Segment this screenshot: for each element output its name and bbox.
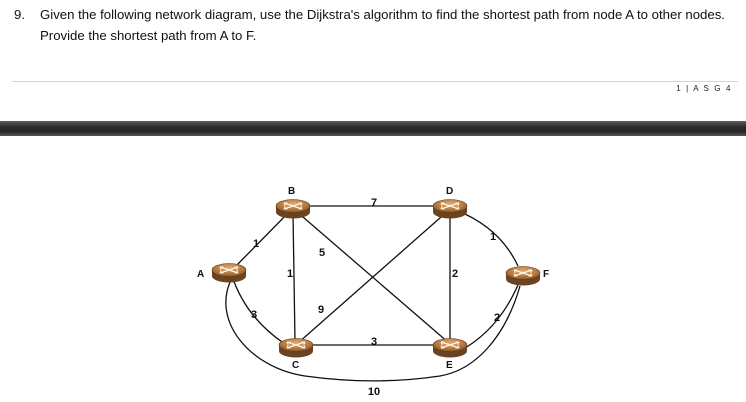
node-label-D: D	[446, 186, 453, 197]
edge-weight-labels: 1 3 10 1 7 5 9 3 2 1 2	[251, 197, 500, 398]
question-number: 9.	[14, 7, 25, 22]
weight-label-B-E: 5	[319, 247, 325, 259]
node-labels: A B C D E F	[197, 186, 549, 371]
router-icon-F	[505, 265, 541, 287]
weight-label-C-D: 9	[318, 304, 324, 316]
weight-label-B-D: 7	[371, 197, 377, 209]
header-divider	[12, 81, 738, 82]
edge-A-E	[225, 277, 521, 382]
node-label-A: A	[197, 269, 204, 280]
edge-E-F	[457, 279, 521, 353]
weight-label-D-F: 1	[490, 231, 496, 243]
node-label-F: F	[543, 269, 549, 280]
node-label-C: C	[292, 360, 299, 371]
question-text: Given the following network diagram, use…	[40, 7, 725, 43]
weight-label-C-E: 3	[371, 336, 377, 348]
page-footer-label: 1 | A S G 4	[676, 84, 732, 93]
weight-label-A-E: 10	[368, 386, 380, 398]
node-label-B: B	[288, 186, 295, 197]
weight-label-A-B: 1	[253, 238, 259, 250]
router-icon-E	[432, 337, 468, 359]
weight-label-B-C: 1	[287, 268, 293, 280]
weight-label-A-C: 3	[251, 309, 257, 321]
weight-label-D-E: 2	[452, 268, 458, 280]
edge-A-B	[233, 207, 294, 269]
weight-label-E-F: 2	[494, 312, 500, 324]
node-routers	[211, 198, 541, 359]
node-label-E: E	[446, 360, 453, 371]
router-icon-D	[432, 198, 468, 220]
edge-B-C	[292, 212, 296, 343]
edge-lines	[225, 205, 521, 382]
router-icon-C	[278, 337, 314, 359]
router-icon-B	[275, 198, 311, 220]
router-icon-A	[211, 262, 247, 284]
edge-D-F	[457, 210, 519, 267]
edge-A-C	[231, 275, 286, 345]
edge-C-D	[297, 209, 450, 344]
page-separator-band	[0, 121, 746, 136]
